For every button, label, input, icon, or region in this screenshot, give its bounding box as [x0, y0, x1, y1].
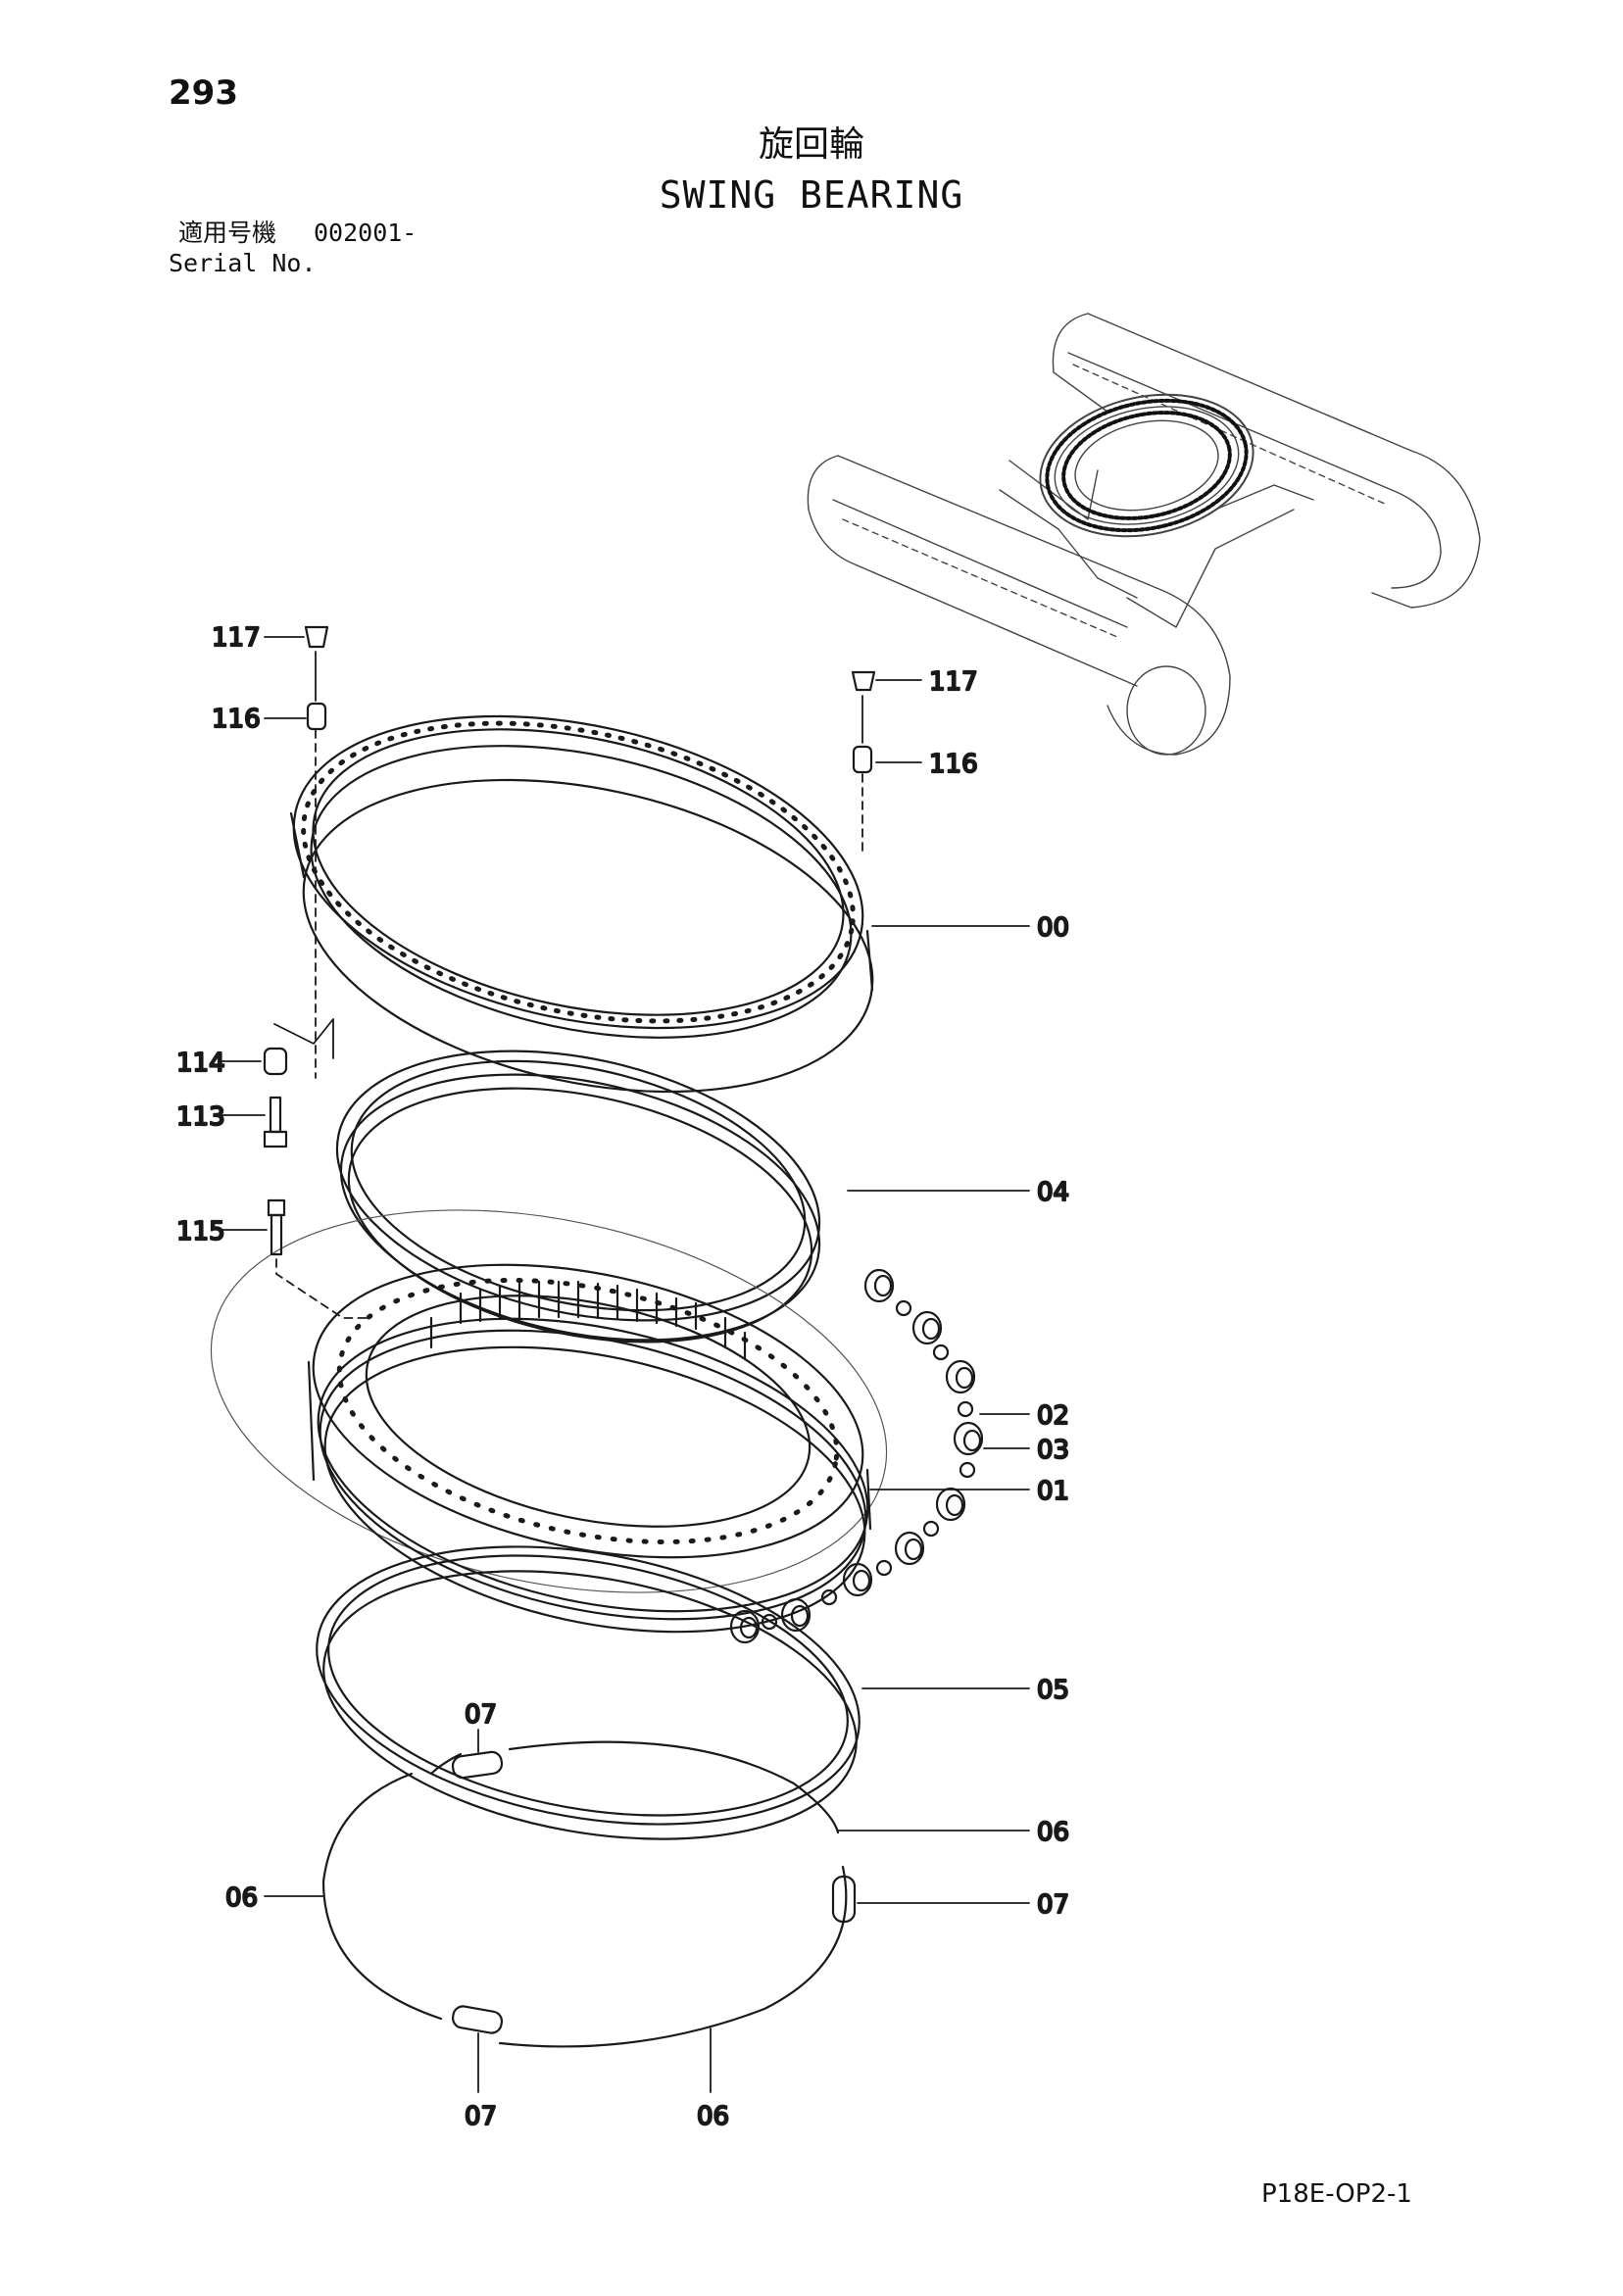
callout-114: 114 [176, 1049, 225, 1078]
inner-ring-part-01 [307, 1263, 872, 1634]
serial-label: Serial No. [169, 249, 317, 277]
small-parts-fasteners [263, 625, 876, 1256]
callout-07-top: 07 [465, 1700, 497, 1730]
callout-113: 113 [176, 1102, 225, 1132]
callout-03: 03 [1037, 1436, 1069, 1465]
drawing-code: P18E-OP2-1 [1261, 2179, 1412, 2209]
page-title: SWING BEARING [659, 173, 964, 217]
callout-117-left: 117 [212, 623, 261, 653]
plug-part-07 [451, 1750, 857, 2034]
callout-05: 05 [1037, 1676, 1069, 1705]
highlighted-swing-bearing-in-inset [1045, 398, 1249, 533]
retainer-wire-part-06 [321, 1740, 848, 2048]
balls-and-rollers-02-03 [729, 1268, 984, 1644]
callout-06-right: 06 [1037, 1818, 1069, 1847]
page-title-japanese: 旋回輪 [758, 124, 864, 165]
callout-116-left: 116 [212, 705, 261, 734]
callout-06-bottom: 06 [697, 2102, 729, 2131]
callout-06-left: 06 [225, 1883, 258, 1913]
callout-116-right: 116 [929, 750, 978, 779]
gear-outline [210, 1209, 888, 1593]
serial-number: 002001- [314, 219, 418, 247]
leader-lines [220, 636, 1030, 2093]
undercarriage-inset-illustration [807, 313, 1481, 756]
callout-115: 115 [176, 1217, 225, 1246]
callout-01: 01 [1037, 1477, 1069, 1506]
callout-02: 02 [1037, 1401, 1069, 1431]
serial-label-japanese: 適用号機 [178, 219, 277, 247]
callout-00: 00 [1037, 913, 1069, 943]
callout-07-bottom: 07 [465, 2102, 497, 2131]
callout-04: 04 [1037, 1178, 1069, 1207]
page-number: 293 [169, 73, 238, 113]
callout-07-right: 07 [1037, 1890, 1069, 1920]
outer-ring-part-00 [289, 714, 874, 1094]
seal-part-04 [335, 1050, 821, 1343]
seal-part-05 [316, 1545, 861, 1840]
callout-117-right: 117 [929, 667, 978, 697]
